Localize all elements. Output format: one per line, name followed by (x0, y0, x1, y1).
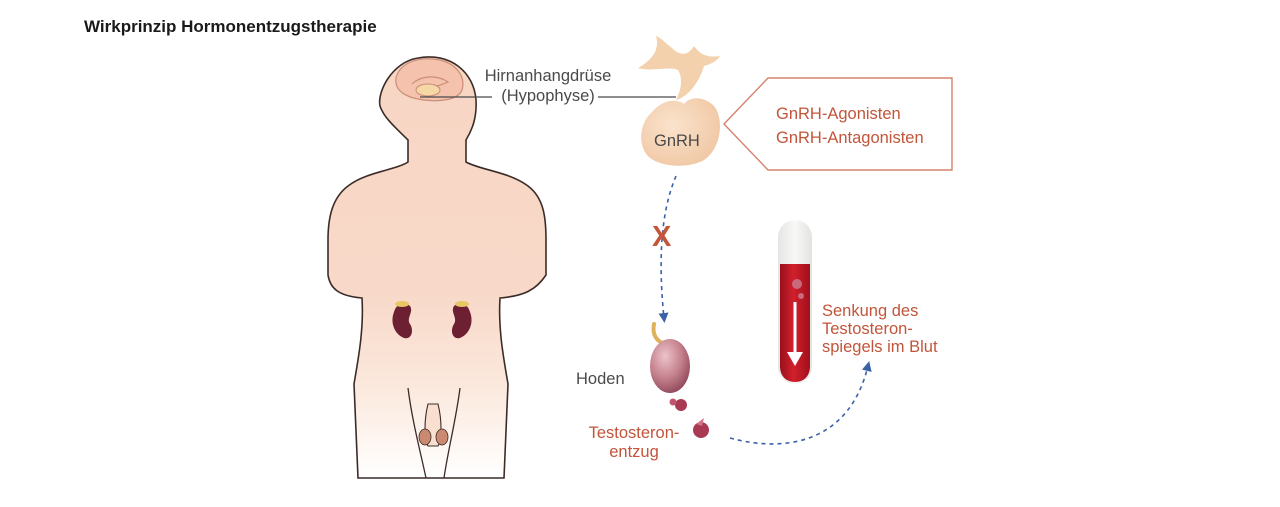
right-testis-small (435, 428, 449, 446)
human-figure (327, 56, 547, 479)
reduction-label-line3: spiegels im Blut (822, 338, 938, 356)
left-adrenal (395, 301, 409, 307)
brain-core (415, 83, 441, 97)
withdrawal-label-line2: entzug (609, 443, 659, 461)
gnrh-label: GnRH (654, 132, 700, 150)
testosterone-molecules (669, 398, 709, 438)
withdrawal-label-line1: Testosteron- (588, 424, 680, 442)
testes-label: Hoden (576, 370, 625, 388)
decrease-arrow-head (787, 352, 803, 366)
left-testis-small (418, 428, 432, 446)
gnrh-signal-arrow (658, 175, 677, 323)
reduction-label-line2: Testosteron- (822, 320, 913, 338)
right-adrenal (455, 301, 469, 307)
brain-illustration (395, 58, 464, 102)
molecule-1b (669, 398, 677, 406)
right-kidney-icon (452, 303, 472, 339)
page-title: Wirkprinzip Hormonentzugstherapie (84, 17, 377, 36)
pituitary-body (641, 98, 720, 166)
drug-agonists-label: GnRH-Agonisten (776, 105, 901, 123)
left-kidney-icon (392, 303, 412, 339)
molecule-2 (693, 422, 709, 438)
drug-callout-box (723, 77, 953, 171)
pituitary-stalk (638, 36, 720, 100)
molecule-2-tip (696, 418, 704, 426)
pituitary-gland (638, 36, 720, 166)
pituitary-label-line1: Hirnanhangdrüse (484, 67, 612, 85)
pituitary-label-line2: (Hypophyse) (501, 87, 595, 105)
molecule-1 (675, 399, 687, 411)
left-leg-contour (407, 387, 427, 479)
drug-antagonists-label: GnRH-Antagonisten (776, 129, 924, 147)
right-leg-contour (443, 387, 461, 479)
blood-test-tube (778, 220, 812, 384)
testis-body (650, 339, 690, 393)
body-silhouette (327, 56, 547, 479)
testis-illustration (650, 322, 690, 393)
block-mark: X (652, 221, 672, 253)
reduction-label-line1: Senkung des (822, 302, 919, 320)
blood-molecule-2 (798, 293, 804, 299)
blood-molecule-1 (792, 279, 802, 289)
